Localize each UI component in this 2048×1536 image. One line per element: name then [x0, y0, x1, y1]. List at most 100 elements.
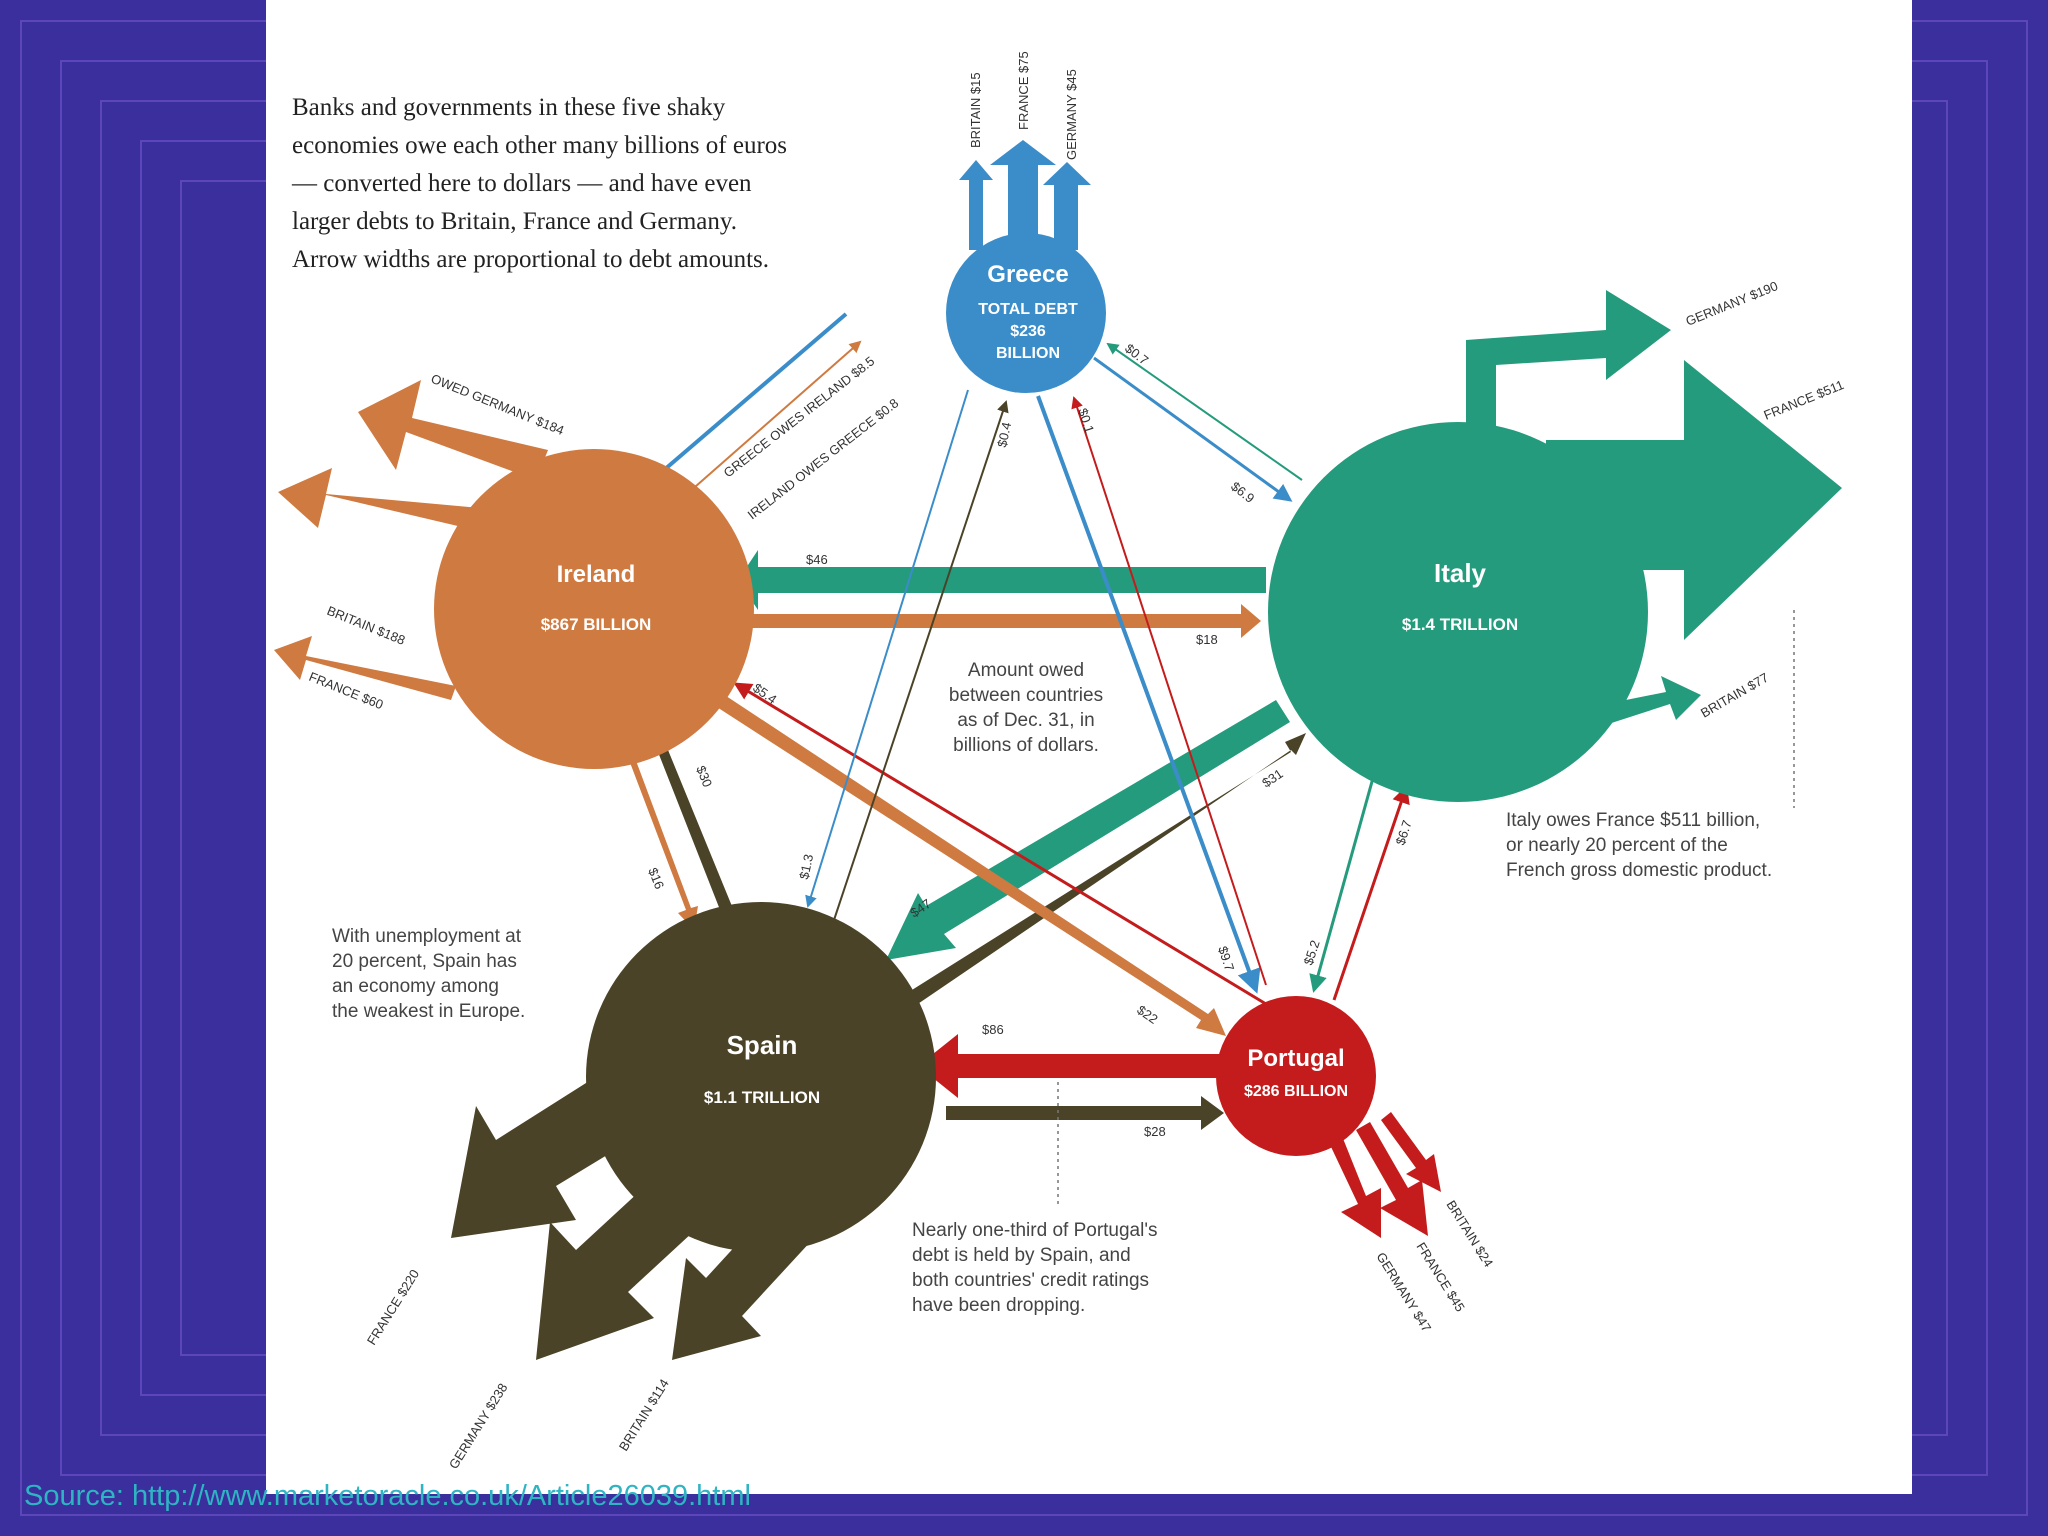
intro-text: Banks and governments in these five shak…: [291, 94, 787, 273]
outflow-label: GERMANY $45: [1064, 69, 1079, 160]
flow-portugal-to-italy: [1332, 785, 1410, 1001]
outflow-label: GERMANY $238: [446, 1381, 511, 1472]
outflow-arrow: [278, 468, 502, 535]
flow-label: $86: [982, 1022, 1004, 1037]
note-line: have been dropping.: [912, 1295, 1085, 1316]
debt-diagram: Banks and governments in these five shak…: [274, 51, 1846, 1472]
flow-label: $46: [806, 552, 828, 567]
outflow-arrow: [274, 636, 456, 700]
outflow-label: BRITAIN $114: [616, 1376, 672, 1453]
outflow-arrow: [1466, 290, 1671, 430]
intro-line: economies owe each other many billions o…: [292, 132, 787, 159]
outflow-label: BRITAIN $77: [1698, 670, 1771, 721]
portugal-debt: $286 BILLION: [1244, 1083, 1348, 1100]
spain-debt: $1.1 TRILLION: [704, 1088, 820, 1107]
flow-label: $16: [645, 866, 667, 892]
note-line: French gross domestic product.: [1506, 860, 1772, 881]
italy-debt: $1.4 TRILLION: [1402, 615, 1518, 634]
portugal-note: Nearly one-third of Portugal's debt is h…: [912, 1220, 1157, 1316]
note-line: Nearly one-third of Portugal's: [912, 1220, 1157, 1241]
flow-ireland-to-portugal: [706, 688, 1226, 1036]
flow-italy-to-greece: [1106, 342, 1303, 481]
flow-label: $1.3: [796, 853, 816, 881]
note-line: an economy among: [332, 976, 499, 997]
outflow-arrow: [1356, 1122, 1428, 1236]
flow-portugal-to-ireland: [733, 682, 1267, 1006]
flow-portugal-to-spain: [918, 1034, 1276, 1098]
outflow-label: FRANCE $511: [1762, 377, 1846, 423]
flow-spain-to-italy: [896, 733, 1306, 1012]
spain-name: Spain: [727, 1030, 798, 1060]
outflow-arrow: [1324, 1126, 1381, 1238]
flow-portugal-to-greece: [1071, 396, 1267, 986]
slide: Banks and governments in these five shak…: [266, 0, 1912, 1494]
flow-spain-to-greece: [833, 400, 1009, 921]
flow-spain-to-ireland: [648, 728, 736, 920]
flow-label: $5.2: [1301, 938, 1323, 967]
flow-label: $6.9: [1228, 479, 1257, 506]
flow-label: $28: [1144, 1124, 1166, 1139]
outflow-label: FRANCE $75: [1016, 51, 1031, 130]
flow-label: $0.4: [994, 421, 1014, 449]
flow-label: $6.7: [1393, 818, 1415, 847]
greece-debt-line: $236: [1010, 323, 1046, 340]
italy-node: [1268, 422, 1648, 802]
ireland-name: Ireland: [557, 561, 636, 588]
note-line: 20 percent, Spain has: [332, 951, 517, 972]
outflow-arrow: [990, 140, 1056, 250]
greece-outflows: [959, 140, 1091, 250]
outflow-label: FRANCE $220: [364, 1267, 422, 1348]
intro-line: Banks and governments in these five shak…: [292, 94, 726, 121]
outflow-label: BRITAIN $188: [325, 603, 407, 648]
italy-note: Italy owes France $511 billion, or nearl…: [1506, 810, 1772, 881]
italy-name: Italy: [1434, 558, 1487, 588]
outflow-label: BRITAIN $15: [968, 72, 983, 148]
flow-italy-to-spain: [886, 700, 1290, 960]
outflow-label: GERMANY $190: [1684, 278, 1781, 329]
flow-italy-to-portugal: [1309, 759, 1380, 993]
outflow-arrow: [959, 160, 993, 250]
note-line: debt is held by Spain, and: [912, 1245, 1131, 1266]
flow-label: $30: [693, 764, 715, 790]
flow-label: $18: [1196, 632, 1218, 647]
flow-ireland-to-spain: [626, 750, 698, 930]
flow-spain-to-portugal: [946, 1096, 1224, 1130]
greece-debt-line: BILLION: [996, 345, 1060, 362]
outflow-arrow: [358, 380, 548, 480]
source-link[interactable]: Source: http://www.marketoracle.co.uk/Ar…: [24, 1480, 751, 1512]
intro-line: — converted here to dollars — and have e…: [291, 170, 752, 197]
ireland-node: [434, 449, 754, 769]
intro-line: larger debts to Britain, France and Germ…: [292, 208, 737, 235]
greece-debt-line: TOTAL DEBT: [978, 301, 1078, 318]
portugal-node: [1216, 996, 1376, 1156]
greece-name: Greece: [987, 261, 1068, 288]
flow-label: GREECE OWES IRELAND $8.5: [721, 353, 878, 480]
center-note: Amount owed between countries as of Dec.…: [949, 660, 1103, 756]
flow-label: $22: [1134, 1002, 1160, 1027]
flow-greece-to-spain: [805, 389, 969, 908]
outflow-arrow: [1043, 162, 1091, 250]
outflow-arrow: [1381, 1112, 1441, 1192]
flow-greece-to-portugal: [1036, 395, 1261, 994]
note-line: Amount owed: [968, 660, 1084, 681]
country-labels: Greece TOTAL DEBT $236 BILLION Ireland $…: [541, 261, 1518, 1107]
outflow-label: FRANCE $45: [1413, 1240, 1467, 1315]
note-line: Italy owes France $511 billion,: [1506, 810, 1760, 831]
note-line: With unemployment at: [332, 926, 522, 947]
note-line: both countries' credit ratings: [912, 1270, 1149, 1291]
note-line: billions of dollars.: [953, 735, 1099, 756]
portugal-name: Portugal: [1247, 1045, 1344, 1072]
spain-note: With unemployment at 20 percent, Spain h…: [332, 926, 525, 1022]
portugal-outflows: [1324, 1112, 1441, 1238]
flow-greece-to-italy: [1093, 356, 1293, 502]
flow-label: $9.7: [1215, 944, 1237, 973]
note-line: the weakest in Europe.: [332, 1001, 525, 1022]
intro-line: Arrow widths are proportional to debt am…: [292, 246, 769, 273]
flow-label: $31: [1259, 766, 1285, 791]
note-line: or nearly 20 percent of the: [1506, 835, 1728, 856]
flow-italy-to-ireland: [738, 550, 1266, 610]
outflow-label: BRITAIN $24: [1443, 1198, 1496, 1270]
note-line: between countries: [949, 685, 1103, 706]
ireland-debt: $867 BILLION: [541, 615, 652, 634]
note-line: as of Dec. 31, in: [957, 710, 1094, 731]
